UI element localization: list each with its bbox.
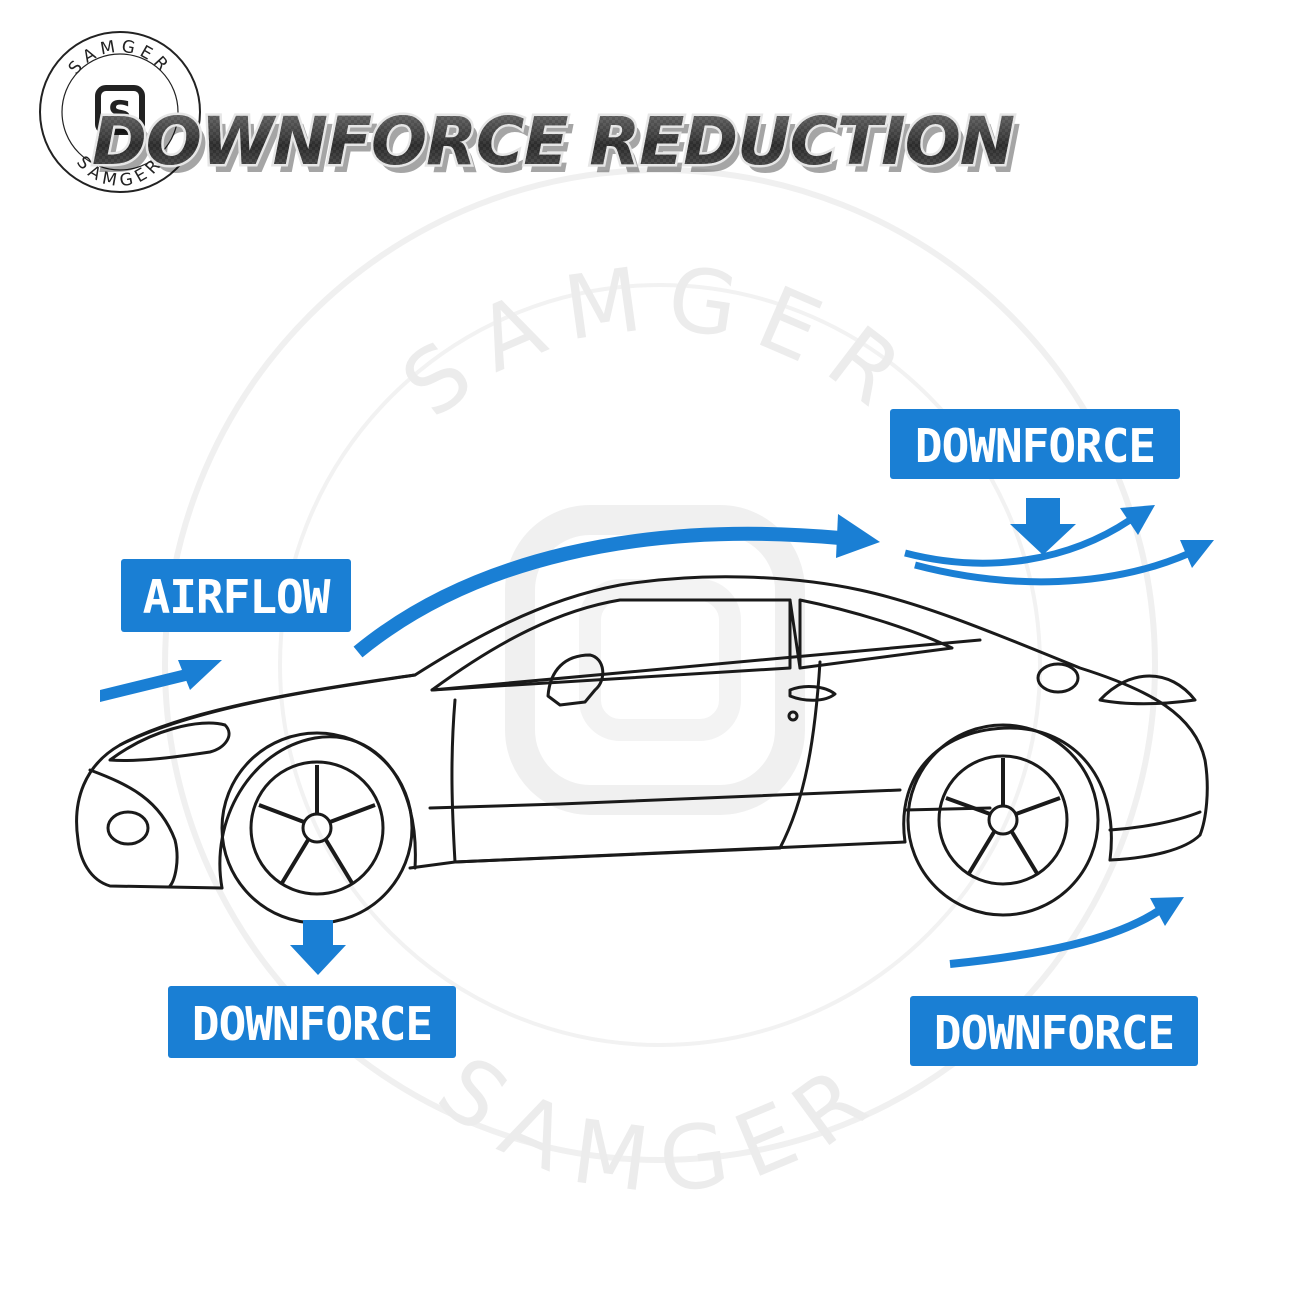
label-downforce-top-text: DOWNFORCE <box>915 419 1155 473</box>
fog-light <box>106 810 150 846</box>
watermark-text-top: SAMGER <box>383 245 936 437</box>
brand-logo: SAMGER SAMGER S <box>39 31 201 193</box>
curved-arrow-icon <box>904 505 1155 567</box>
rear-quarter-window <box>798 598 954 670</box>
title-sheen: DOWNFORCE REDUCTION <box>92 103 1014 180</box>
rear-wheel-arch <box>902 726 1113 862</box>
headlight <box>108 721 231 763</box>
down-arrow-icon <box>1010 498 1076 555</box>
rear-wheel <box>906 723 1100 917</box>
rear-bumper <box>1108 833 1202 862</box>
rear-diffuser <box>1108 810 1202 832</box>
curved-arrow-icon <box>100 660 222 702</box>
logo-mark-icon <box>95 85 145 135</box>
body-crease <box>428 788 902 810</box>
curved-arrow-icon <box>949 897 1184 968</box>
side-window <box>430 598 792 692</box>
fuel-cap <box>1036 662 1080 694</box>
taillight <box>1098 674 1197 706</box>
logo-letter: S <box>108 94 133 134</box>
title-shadow: DOWNFORCE REDUCTION <box>98 111 1020 188</box>
page-title: DOWNFORCE REDUCTION <box>92 103 1014 180</box>
watermark-text-bottom: SAMGER <box>420 1036 900 1214</box>
hood-line <box>118 673 417 747</box>
airflow-arrows <box>100 505 1214 968</box>
label-downforce-rear-text: DOWNFORCE <box>934 1006 1174 1060</box>
door-lock <box>787 710 799 722</box>
side-skirt <box>408 840 907 870</box>
belt-line <box>430 638 982 692</box>
label-downforce-front: DOWNFORCE <box>168 986 456 1058</box>
side-mirror <box>546 653 605 707</box>
label-downforce-front-text: DOWNFORCE <box>192 997 432 1051</box>
curved-arrow-icon <box>914 540 1214 586</box>
car-outline <box>75 575 1209 890</box>
curved-arrow-icon <box>353 514 880 658</box>
door-handle <box>788 685 837 702</box>
label-downforce-rear: DOWNFORCE <box>910 996 1198 1066</box>
downforce-arrows <box>290 498 1076 975</box>
door-panel <box>450 660 822 864</box>
front-bumper <box>76 838 224 890</box>
label-airflow: AIRFLOW <box>121 559 351 632</box>
front-grille-line <box>88 768 179 888</box>
title-group: DOWNFORCE REDUCTION DOWNFORCE REDUCTION … <box>89 101 1021 189</box>
label-downforce-top: DOWNFORCE <box>890 409 1180 479</box>
label-airflow-text: AIRFLOW <box>143 570 331 624</box>
down-arrow-icon <box>290 920 346 975</box>
